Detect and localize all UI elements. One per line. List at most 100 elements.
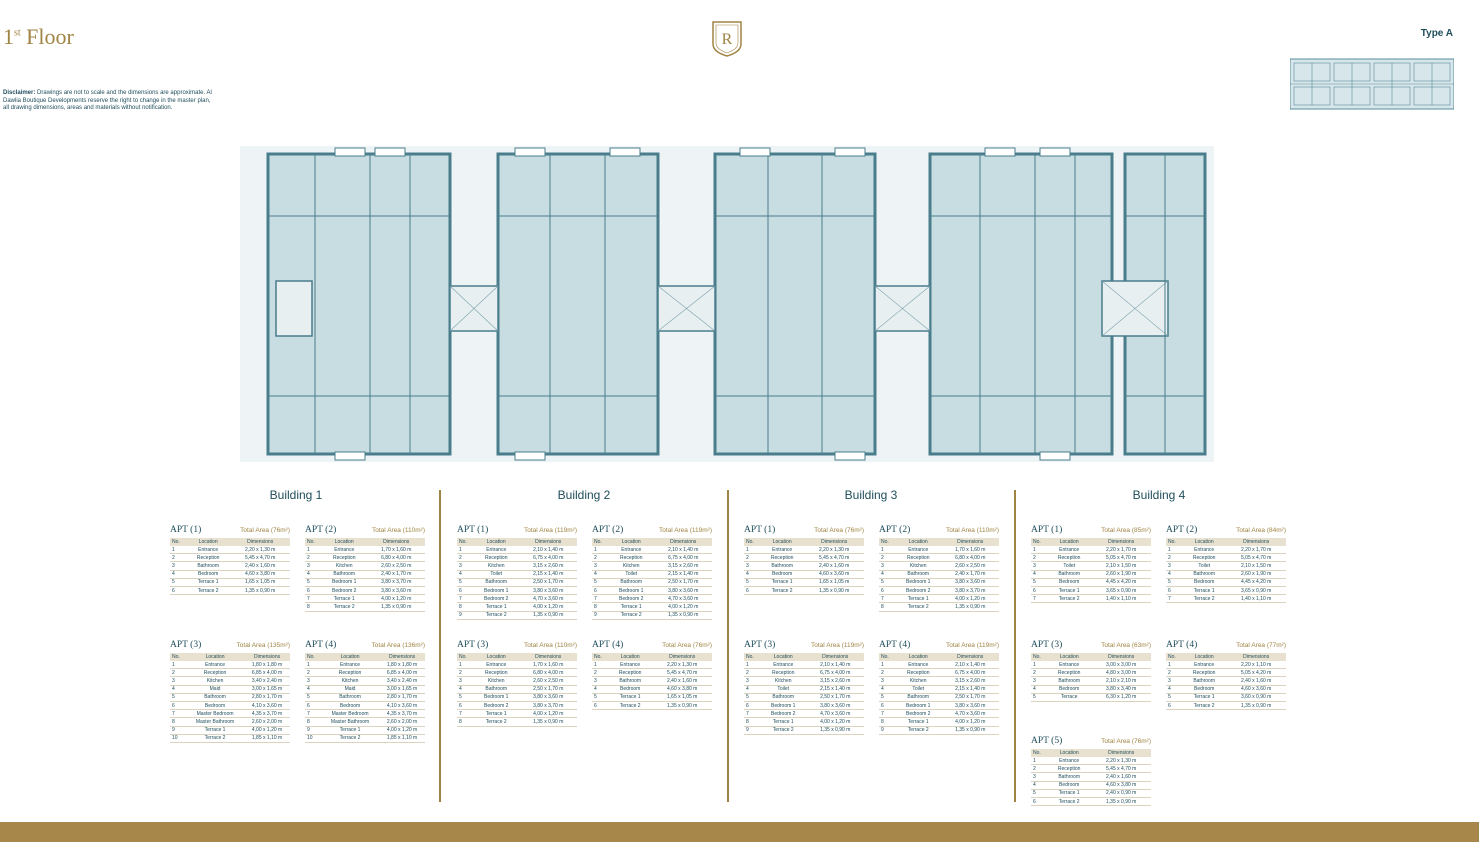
apt-name: APT (1): [1031, 525, 1063, 535]
row-location: Bathroom: [608, 676, 653, 686]
floor-title: 1st Floor: [3, 24, 74, 50]
apt-name: APT (1): [744, 525, 776, 535]
apt-total-area: Total Area (136m²): [371, 642, 425, 649]
row-no: 8: [879, 602, 895, 612]
col-no: No.: [592, 653, 608, 661]
row-dimensions: 5,05 x 4,70 m: [1091, 553, 1151, 563]
row-dimensions: 2,50 x 1,70 m: [519, 685, 577, 694]
row-location: Bedroom 2: [608, 594, 655, 604]
row-location: Terrace 1: [1182, 586, 1227, 596]
row-location: Terrace 1: [321, 726, 380, 735]
apt-name: APT (1): [170, 525, 202, 535]
row-location: Terrace 2: [895, 602, 942, 612]
row-dimensions: 4,60 x 3,60 m: [1226, 685, 1286, 694]
row-dimensions: 4,00 x 1,20 m: [941, 594, 999, 604]
row-no: 1: [592, 546, 608, 555]
row-no: 1: [305, 546, 321, 555]
apt-total-area: Total Area (77m²): [1236, 642, 1286, 649]
row-dimensions: 1,40 x 1,10 m: [1226, 594, 1286, 604]
row-location: Entrance: [895, 546, 942, 555]
row-no: 7: [1166, 594, 1182, 604]
row-location: Bedroom: [760, 570, 805, 579]
row-location: Toilet: [1047, 561, 1092, 571]
apt-header: APT (2)Total Area (119m²): [592, 525, 712, 537]
row-location: Bedroom 1: [473, 693, 520, 702]
row-no: 6: [457, 701, 473, 711]
apt-header: APT (4)Total Area (77m²): [1166, 640, 1286, 652]
row-no: 9: [744, 726, 760, 735]
row-no: 4: [305, 570, 321, 579]
row-location: Toilet: [608, 570, 655, 579]
apt-name: APT (4): [305, 640, 337, 650]
row-location: Entrance: [760, 661, 807, 670]
row-no: 2: [1166, 553, 1182, 563]
col-dimensions: Dimensions: [806, 653, 864, 661]
row-dimensions: 1,35 x 0,90 m: [804, 586, 864, 596]
col-location: Location: [1047, 749, 1092, 757]
apt-total-area: Total Area (110m²): [524, 642, 577, 649]
row-no: 6: [170, 586, 186, 596]
row-dimensions: 3,80 x 3,70 m: [367, 578, 425, 587]
row-dimensions: 2,10 x 1,40 m: [806, 661, 864, 670]
row-dimensions: 4,70 x 3,60 m: [519, 594, 577, 604]
row-dimensions: 6,75 x 4,00 m: [806, 668, 864, 678]
col-no: No.: [1166, 653, 1182, 661]
footer-bar: [0, 822, 1479, 842]
row-no: 1: [170, 661, 186, 670]
row-no: 4: [744, 570, 760, 579]
row-dimensions: 1,35 x 0,90 m: [230, 586, 290, 596]
row-dimensions: 2,20 x 1,10 m: [1226, 661, 1286, 670]
row-location: Bathroom: [186, 561, 231, 571]
row-no: 5: [879, 578, 895, 587]
row-no: 5: [1031, 693, 1047, 702]
row-no: 1: [1166, 546, 1182, 555]
row-location: Terrace 1: [608, 693, 653, 702]
col-no: No.: [457, 538, 473, 546]
type-label: Type A: [1420, 28, 1453, 39]
row-location: Bathroom: [895, 693, 942, 702]
apt-total-area: Total Area (76m²): [662, 642, 712, 649]
col-dimensions: Dimensions: [519, 653, 577, 661]
apt-header: APT (1)Total Area (119m²): [457, 525, 577, 537]
row-dimensions: 2,20 x 1,70 m: [1226, 546, 1286, 555]
row-dimensions: 4,00 x 1,20 m: [244, 726, 290, 735]
col-no: No.: [1031, 653, 1047, 661]
row-dimensions: 2,80 x 1,70 m: [379, 693, 425, 702]
col-location: Location: [760, 538, 805, 546]
row-no: 4: [1166, 685, 1182, 694]
row-location: Kitchen: [473, 561, 520, 571]
apt-name: APT (2): [879, 525, 911, 535]
row-dimensions: 4,45 x 4,20 m: [1226, 578, 1286, 587]
row-dimensions: 1,35 x 0,90 m: [652, 701, 712, 711]
col-location: Location: [186, 653, 245, 661]
row-location: Bathroom: [473, 685, 520, 694]
row-no: 4: [170, 685, 186, 694]
